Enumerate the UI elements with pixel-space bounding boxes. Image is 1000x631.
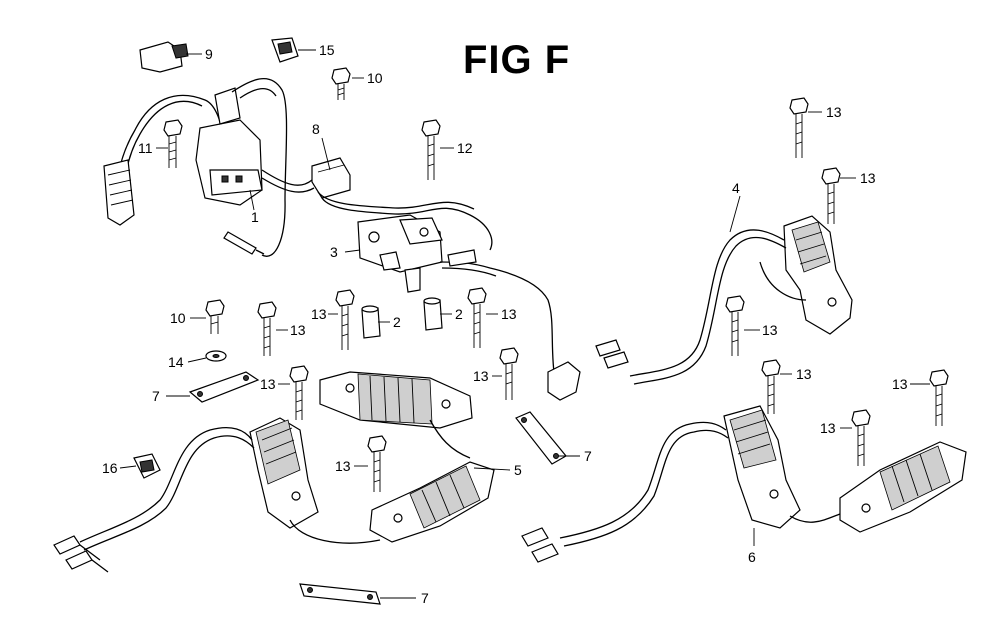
callout-13-g: 13 (826, 104, 842, 120)
callout-5: 5 (514, 462, 522, 478)
callout-13-d: 13 (260, 376, 276, 392)
figure-title: FIG F (463, 38, 571, 82)
callout-13-i: 13 (762, 322, 778, 338)
callout-13-b: 13 (311, 306, 327, 322)
plates-7 (188, 371, 567, 605)
callout-4: 4 (732, 180, 740, 196)
bolts (163, 67, 949, 492)
callout-9: 9 (205, 46, 213, 62)
clip-15 (271, 37, 299, 63)
callout-13-k: 13 (892, 376, 908, 392)
callout-13-h: 13 (860, 170, 876, 186)
leader-lines (119, 49, 930, 599)
callout-14: 14 (168, 354, 184, 370)
callout-6: 6 (748, 549, 756, 565)
coil-assembly-6 (521, 405, 967, 563)
callout-15: 15 (319, 42, 335, 58)
callout-13-e: 13 (473, 368, 489, 384)
charge-coil-assembly-5 (53, 371, 495, 573)
exciter-coil-3 (357, 214, 581, 401)
callout-13-j: 13 (796, 366, 812, 382)
clip-16 (133, 453, 161, 479)
callout-12: 12 (457, 140, 473, 156)
callout-13-a: 13 (290, 322, 306, 338)
callout-13-c: 13 (501, 306, 517, 322)
ignition-coil-assembly (103, 78, 288, 257)
connector-8 (261, 157, 493, 251)
coil-assembly-4 (595, 215, 853, 385)
clip-9 (139, 41, 189, 73)
callout-11: 11 (138, 140, 153, 156)
callout-7-left: 7 (152, 388, 160, 404)
callout-13-f: 13 (335, 458, 351, 474)
callout-labels: 9 15 10 8 11 12 1 3 2 2 10 13 13 13 14 7… (102, 42, 908, 606)
callout-10-top: 10 (367, 70, 383, 86)
callout-16: 16 (102, 460, 118, 476)
callout-2-right: 2 (455, 306, 463, 322)
callout-7-bottom: 7 (421, 590, 429, 606)
callout-2-left: 2 (393, 314, 401, 330)
callout-3: 3 (330, 244, 338, 260)
callout-13-l: 13 (820, 420, 836, 436)
grommets-2 (361, 297, 443, 339)
callout-10-mid: 10 (170, 310, 186, 326)
callout-1: 1 (251, 209, 259, 225)
callout-8: 8 (312, 121, 320, 137)
callout-7-right: 7 (584, 448, 592, 464)
